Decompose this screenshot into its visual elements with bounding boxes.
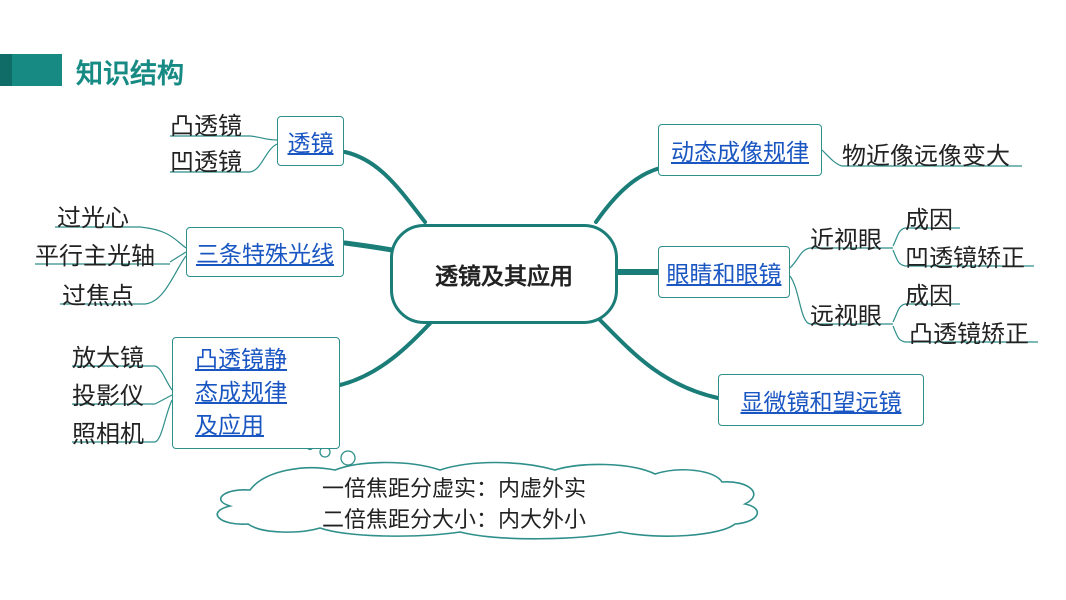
leaf-parallel-axis: 平行主光轴 xyxy=(35,242,155,270)
branch-lens[interactable]: 透镜 xyxy=(277,116,344,166)
branch-eye[interactable]: 眼睛和眼镜 xyxy=(658,246,790,298)
leaf-myopia: 近视眼 xyxy=(810,226,882,254)
branch-static-rule[interactable]: 凸透镜静 态成规律 及应用 xyxy=(172,337,340,449)
leaf-hyperopia: 远视眼 xyxy=(810,302,882,330)
branch-rays-label[interactable]: 三条特殊光线 xyxy=(196,242,334,268)
branch-dynamic-label[interactable]: 动态成像规律 xyxy=(671,140,809,166)
leaf-concave-lens: 凹透镜 xyxy=(170,148,242,176)
cloud-line-2: 二倍焦距分大小：内大外小 xyxy=(322,508,587,533)
branch-scope-label[interactable]: 显微镜和望远镜 xyxy=(740,390,902,416)
branch-eye-label[interactable]: 眼睛和眼镜 xyxy=(666,262,782,288)
leaf-hyperopia-cause: 成因 xyxy=(905,282,953,310)
leaf-optical-center: 过光心 xyxy=(57,204,129,232)
leaf-magnifier: 放大镜 xyxy=(72,344,144,372)
branch-dynamic-rule[interactable]: 动态成像规律 xyxy=(658,124,822,176)
leaf-camera: 照相机 xyxy=(72,420,144,448)
leaf-hyperopia-correction: 凸透镜矫正 xyxy=(909,320,1029,348)
branch-lens-label[interactable]: 透镜 xyxy=(287,131,334,157)
cloud-line-1: 一倍焦距分虚实：内虚外实 xyxy=(322,477,587,502)
cloud-shape xyxy=(216,461,759,540)
branch-scope[interactable]: 显微镜和望远镜 xyxy=(718,374,924,426)
branch-rays[interactable]: 三条特殊光线 xyxy=(186,227,344,277)
header-accent xyxy=(0,54,12,86)
leaf-projector: 投影仪 xyxy=(72,382,144,410)
center-node: 透镜及其应用 xyxy=(390,224,618,324)
static-rule-line-1[interactable]: 凸透镜静 xyxy=(195,347,287,373)
static-rule-line-2[interactable]: 态成规律 xyxy=(195,380,287,406)
leaf-convex-lens: 凸透镜 xyxy=(170,112,242,140)
page-title: 知识结构 xyxy=(76,59,184,90)
leaf-myopia-cause: 成因 xyxy=(905,206,953,234)
leaf-myopia-correction: 凹透镜矫正 xyxy=(905,244,1025,272)
leaf-dynamic-rule: 物近像远像变大 xyxy=(842,142,1010,170)
leaf-focal-point: 过焦点 xyxy=(62,282,134,310)
static-rule-line-3[interactable]: 及应用 xyxy=(195,413,264,439)
